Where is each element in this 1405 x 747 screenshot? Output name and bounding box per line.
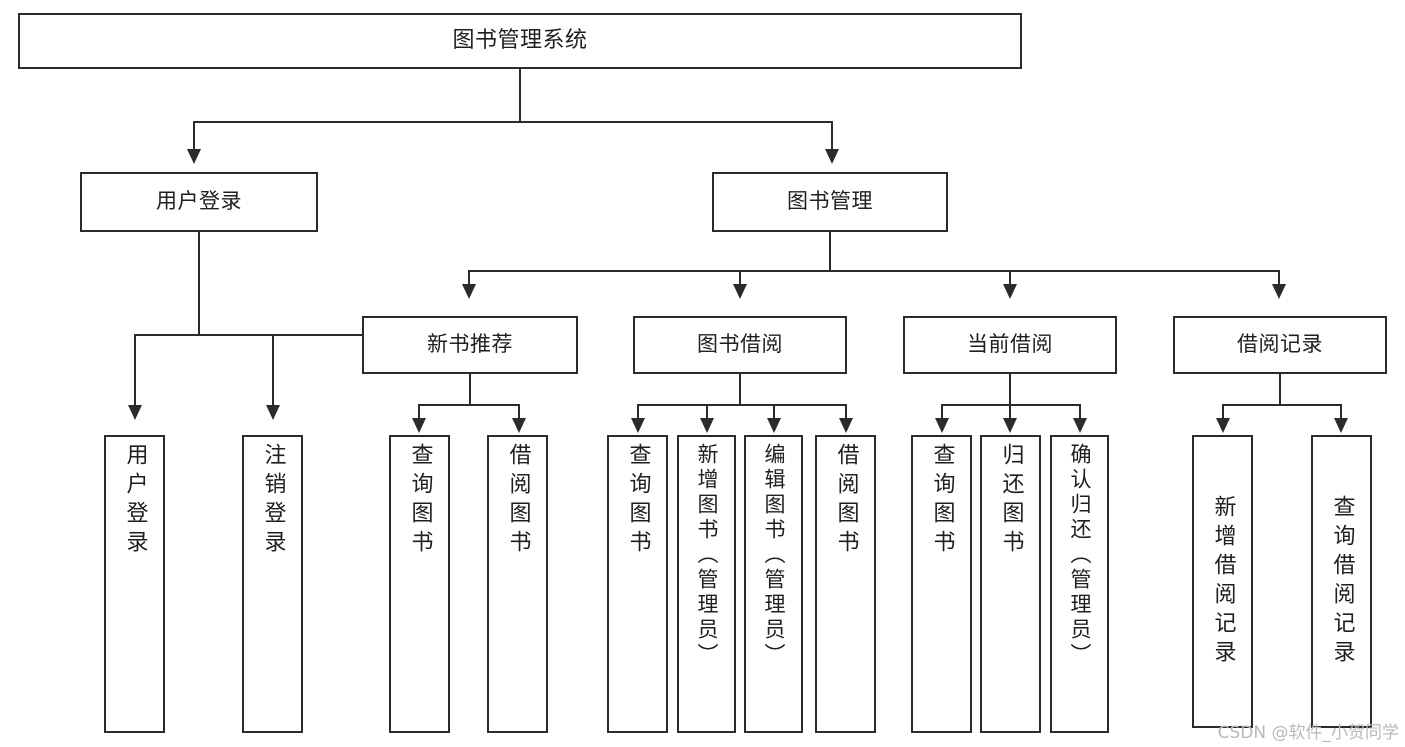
leaf-confirm-return-admin[interactable]: 确认归还（管理员） [1050, 435, 1109, 733]
node-label: 查询图书 [407, 443, 433, 559]
connector-current-bus [941, 404, 1081, 406]
node-label: 图书管理 [787, 189, 873, 214]
leaf-borrow-books-recommend[interactable]: 借阅图书 [487, 435, 548, 733]
connector-record-to-leaf1 [1222, 404, 1224, 420]
connector-root-to-login [193, 121, 195, 151]
node-label: 借阅记录 [1237, 332, 1323, 357]
connector-bookmgmt-to-borrow [739, 270, 741, 286]
node-current-borrow[interactable]: 当前借阅 [903, 316, 1117, 374]
node-root-system[interactable]: 图书管理系统 [18, 13, 1022, 69]
connector-borrow-to-leaf1 [637, 404, 639, 420]
node-new-book-recommend[interactable]: 新书推荐 [362, 316, 578, 374]
node-book-management[interactable]: 图书管理 [712, 172, 948, 232]
node-label: 用户登录 [122, 443, 148, 559]
leaf-borrow-books-borrow[interactable]: 借阅图书 [815, 435, 876, 733]
node-label: 归还图书 [998, 443, 1024, 559]
arrow-icon-borrow-leaf1 [631, 418, 645, 433]
arrow-icon-borrow-leaf3 [767, 418, 781, 433]
leaf-query-books-current[interactable]: 查询图书 [911, 435, 972, 733]
connector-root-to-bookmgmt [831, 121, 833, 151]
leaf-add-book-admin[interactable]: 新增图书（管理员） [677, 435, 736, 733]
node-book-borrow[interactable]: 图书借阅 [633, 316, 847, 374]
arrow-icon-current-leaf1 [935, 418, 949, 433]
arrow-icon-borrow-leaf4 [839, 418, 853, 433]
arrow-icon-current-leaf2 [1003, 418, 1017, 433]
connector-record-stem [1279, 374, 1281, 405]
node-label: 注销登录 [260, 443, 286, 559]
node-borrow-record[interactable]: 借阅记录 [1173, 316, 1387, 374]
arrow-icon-recommend-leaf2 [512, 418, 526, 433]
arrow-icon-record-leaf1 [1216, 418, 1230, 433]
connector-recommend-bus [418, 404, 520, 406]
connector-borrow-to-leaf4 [845, 404, 847, 420]
node-label: 用户登录 [156, 189, 242, 214]
arrow-icon-to-book-borrow [733, 284, 747, 299]
leaf-user-login[interactable]: 用户登录 [104, 435, 165, 733]
connector-bookmgmt-to-record [1278, 270, 1280, 286]
connector-root-stem [519, 69, 521, 121]
connector-current-to-leaf1 [941, 404, 943, 420]
leaf-return-books[interactable]: 归还图书 [980, 435, 1041, 733]
connector-current-to-leaf3 [1079, 404, 1081, 420]
leaf-query-books-borrow[interactable]: 查询图书 [607, 435, 668, 733]
connector-borrow-stem [739, 374, 741, 405]
connector-login-to-leaf1 [134, 334, 136, 407]
connector-borrow-to-leaf2 [706, 404, 708, 420]
arrow-icon-borrow-leaf2 [700, 418, 714, 433]
leaf-logout[interactable]: 注销登录 [242, 435, 303, 733]
connector-current-stem [1009, 374, 1011, 405]
node-label: 图书管理系统 [452, 27, 588, 53]
node-label: 新增借阅记录 [1210, 494, 1236, 669]
connector-record-to-leaf2 [1340, 404, 1342, 420]
node-label: 查询图书 [929, 443, 955, 559]
node-label: 借阅图书 [505, 443, 531, 559]
node-label: 确认归还（管理员） [1068, 443, 1092, 668]
leaf-add-borrow-record[interactable]: 新增借阅记录 [1192, 435, 1253, 728]
connector-login-bus [134, 334, 400, 336]
node-label: 新书推荐 [427, 332, 513, 357]
connector-borrow-to-leaf3 [773, 404, 775, 420]
connector-recommend-to-leaf1 [418, 404, 420, 420]
node-label: 编辑图书（管理员） [762, 443, 786, 668]
connector-borrow-bus [637, 404, 847, 406]
connector-current-to-leaf2 [1009, 404, 1011, 420]
connector-bookmgmt-to-current [1009, 270, 1011, 286]
arrow-icon-to-bookmgmt [825, 149, 839, 164]
leaf-edit-book-admin[interactable]: 编辑图书（管理员） [744, 435, 803, 733]
node-label: 借阅图书 [833, 443, 859, 559]
arrow-icon-to-current-borrow [1003, 284, 1017, 299]
connector-record-bus [1222, 404, 1342, 406]
node-label: 图书借阅 [697, 332, 783, 357]
arrow-icon-current-leaf3 [1073, 418, 1087, 433]
arrow-icon-login-leaf2 [266, 405, 280, 420]
arrow-icon-to-login [187, 149, 201, 164]
connector-recommend-to-leaf2 [518, 404, 520, 420]
connector-login-stem [198, 232, 200, 336]
leaf-query-borrow-record[interactable]: 查询借阅记录 [1311, 435, 1372, 728]
connector-bookmgmt-bus [468, 270, 1280, 272]
arrow-icon-to-new-books [462, 284, 476, 299]
arrow-icon-to-borrow-record [1272, 284, 1286, 299]
connector-bookmgmt-to-new [468, 270, 470, 286]
connector-recommend-stem [469, 374, 471, 405]
node-label: 查询借阅记录 [1329, 494, 1355, 669]
leaf-query-books-recommend[interactable]: 查询图书 [389, 435, 450, 733]
node-user-login[interactable]: 用户登录 [80, 172, 318, 232]
arrow-icon-login-leaf1 [128, 405, 142, 420]
node-label: 查询图书 [625, 443, 651, 559]
node-label: 新增图书（管理员） [695, 443, 719, 668]
node-label: 当前借阅 [967, 332, 1053, 357]
connector-bookmgmt-stem [829, 232, 831, 272]
connector-login-to-leaf2 [272, 334, 274, 407]
connector-root-bus [193, 121, 833, 123]
arrow-icon-record-leaf2 [1334, 418, 1348, 433]
arrow-icon-recommend-leaf1 [412, 418, 426, 433]
